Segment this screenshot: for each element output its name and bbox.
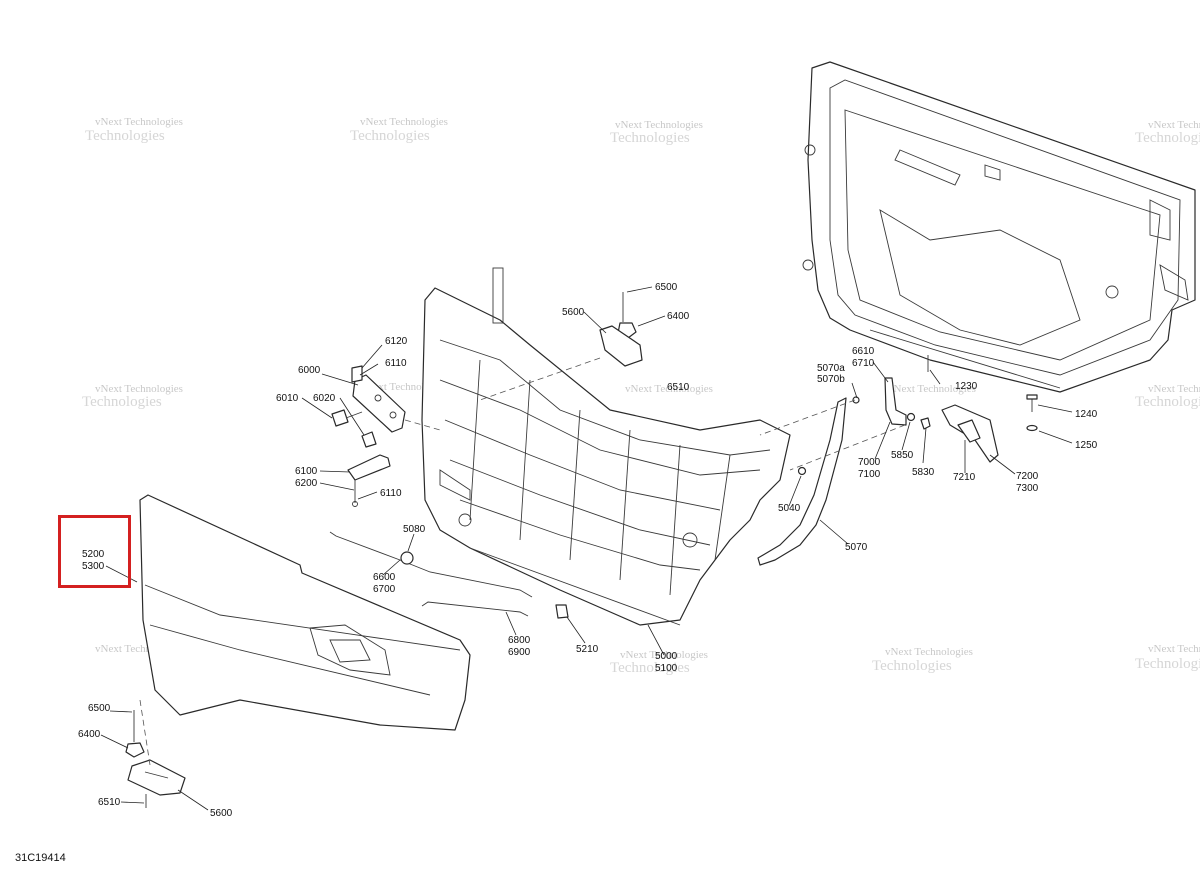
- callout-5070a: 5070a: [817, 363, 845, 374]
- callout-5830: 5830: [912, 467, 935, 478]
- watermark-text: vNext Technologies: [1148, 383, 1200, 395]
- callout-5200: 5200: [82, 549, 105, 560]
- callout-5070: 5070: [845, 542, 868, 553]
- callout-5300: 5300: [82, 561, 105, 572]
- watermark-text: vNext Technologies: [888, 383, 976, 395]
- callout-6800: 6800: [508, 635, 531, 646]
- assembly-hidden-lines: [139, 357, 906, 766]
- callout-7200: 7200: [1016, 471, 1039, 482]
- callout-7000: 7000: [858, 457, 881, 468]
- watermark-text: vNext Technologies: [1148, 643, 1200, 655]
- watermark-text: Technologies: [1135, 130, 1200, 146]
- drawing-number: 31C19414: [15, 852, 66, 864]
- callout-6400: 6400: [78, 729, 101, 740]
- callout-6500: 6500: [655, 282, 678, 293]
- watermark-text: Technologies: [1135, 394, 1200, 410]
- highlight-box-5200-5300: [58, 515, 131, 588]
- watermark-text: Technologies: [350, 128, 430, 144]
- callout-7100: 7100: [858, 469, 881, 480]
- callout-6700: 6700: [373, 584, 396, 595]
- callout-6200: 6200: [295, 478, 318, 489]
- callout-6710: 6710: [852, 358, 875, 369]
- watermark-text: vNext Technologies: [360, 116, 448, 128]
- callout-5100: 5100: [655, 663, 678, 674]
- callout-6510: 6510: [98, 797, 121, 808]
- watermark-text: Technologies: [610, 660, 690, 676]
- watermark-text: vNext Technologies: [885, 646, 973, 658]
- callout-6510: 6510: [667, 382, 690, 393]
- callout-6600: 6600: [373, 572, 396, 583]
- watermark-text: Technologies: [872, 658, 952, 674]
- callout-5000: 5000: [655, 651, 678, 662]
- callout-6400: 6400: [667, 311, 690, 322]
- callout-7300: 7300: [1016, 483, 1039, 494]
- watermark-text: vNext Technologies: [625, 383, 713, 395]
- callout-6100: 6100: [295, 466, 318, 477]
- callout-5850: 5850: [891, 450, 914, 461]
- watermark-text: vNext Technologies: [95, 116, 183, 128]
- callout-labels: 6500 6400 5600 6510 6120 6110 6000 6010 …: [78, 282, 1098, 819]
- callout-6000: 6000: [298, 365, 321, 376]
- callout-6120: 6120: [385, 336, 408, 347]
- callout-1240: 1240: [1075, 409, 1098, 420]
- callout-1230: 1230: [955, 381, 978, 392]
- watermark-text: vNext Technologies: [615, 119, 703, 131]
- callout-5600: 5600: [210, 808, 233, 819]
- callout-6020: 6020: [313, 393, 336, 404]
- watermark-text: Technologies: [610, 130, 690, 146]
- callout-6110: 6110: [385, 358, 407, 369]
- callout-5210: 5210: [576, 644, 599, 655]
- callout-5040: 5040: [778, 503, 801, 514]
- front-grille-panel: [421, 267, 791, 626]
- watermark-text: vNext Technologies: [95, 383, 183, 395]
- callout-1250: 1250: [1075, 440, 1098, 451]
- leader-lines: [100, 286, 1073, 811]
- hardware-parts: [125, 292, 1038, 808]
- watermark-text: Technologies: [82, 394, 162, 410]
- callout-6610: 6610: [852, 346, 875, 357]
- callout-6110: 6110: [380, 488, 402, 499]
- callout-6500: 6500: [88, 703, 111, 714]
- watermark-text: Technologies: [85, 128, 165, 144]
- callout-6900: 6900: [508, 647, 531, 658]
- callout-7210: 7210: [953, 472, 976, 483]
- callout-5080: 5080: [403, 524, 426, 535]
- callout-6010: 6010: [276, 393, 299, 404]
- side-panel-5200-5300: [139, 494, 471, 731]
- callout-5600: 5600: [562, 307, 585, 318]
- watermark-text: vNext Technologies: [1148, 119, 1200, 131]
- watermark-text: Technologies: [1135, 656, 1200, 672]
- door-frame-assembly: [802, 61, 1196, 393]
- callout-5070b: 5070b: [817, 374, 845, 385]
